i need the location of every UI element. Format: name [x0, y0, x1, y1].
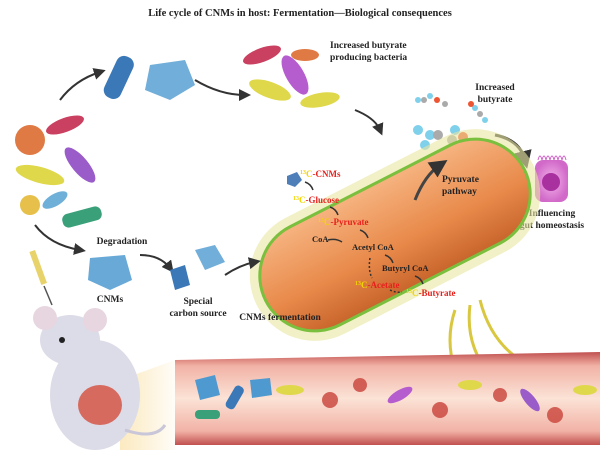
cnm-fragments — [170, 245, 225, 290]
arrow-icon — [413, 160, 448, 201]
c13-glucose: 13C-Glucose — [293, 195, 339, 205]
cnms-label: CNMs — [97, 295, 124, 305]
degradation-label: Degradation — [97, 237, 148, 247]
special-carbon-label: carbon source — [169, 309, 226, 319]
figure-title: Life cycle of CNMs in host: Fermentation… — [148, 8, 452, 19]
arrow-icon — [354, 109, 384, 136]
cnm-nanotube-top — [103, 55, 195, 100]
arrow-icon — [194, 79, 251, 101]
bacterium-cell — [249, 129, 541, 341]
butyryl-coa: Butyryl CoA — [382, 263, 429, 273]
syringe-icon — [29, 249, 53, 306]
arrow-icon — [59, 68, 106, 101]
coa: CoA — [312, 234, 329, 244]
increased-bacteria-label: producing bacteria — [330, 53, 407, 63]
intestine — [175, 352, 600, 445]
c13-butyrate: 13C-Butyrate — [406, 288, 456, 298]
increased-bacteria-label: Increased butyrate — [330, 41, 407, 51]
increased-butyrate-label: Increased — [475, 83, 515, 93]
gut-bacteria-cluster — [15, 115, 96, 215]
pyruvate-pathway-label: Pyruvate — [442, 175, 479, 185]
cnm-icon — [287, 172, 302, 187]
increased-butyrate-label: butyrate — [478, 95, 513, 105]
gut-homeostasis-label: gut homeostasis — [520, 221, 584, 231]
c13-acetate: 13C-Acetate — [355, 280, 399, 290]
arrow-icon — [34, 224, 86, 255]
c13-pyruvate: 13C-Pyruvate — [318, 217, 369, 227]
gut-homeostasis-label: Influencing — [529, 209, 576, 219]
acetyl-coa: Acetyl CoA — [352, 242, 395, 252]
pyruvate-pathway-label: pathway — [442, 187, 477, 197]
butyrate-producing-bacteria — [243, 45, 340, 108]
special-carbon-label: Special — [183, 297, 212, 307]
cnms-fermentation-label: CNMs fermentation — [239, 313, 321, 323]
arrow-icon — [139, 254, 174, 273]
metabolic-pathway: 13C-CNMs 13C-Glucose 13C-Pyruvate CoA Ac… — [287, 169, 456, 298]
mouse-illustration — [33, 306, 175, 450]
epithelial-cell — [535, 155, 568, 202]
arrow-icon — [224, 257, 261, 276]
c13-cnms: 13C-CNMs — [300, 169, 341, 179]
cnm-graphene — [62, 206, 132, 290]
